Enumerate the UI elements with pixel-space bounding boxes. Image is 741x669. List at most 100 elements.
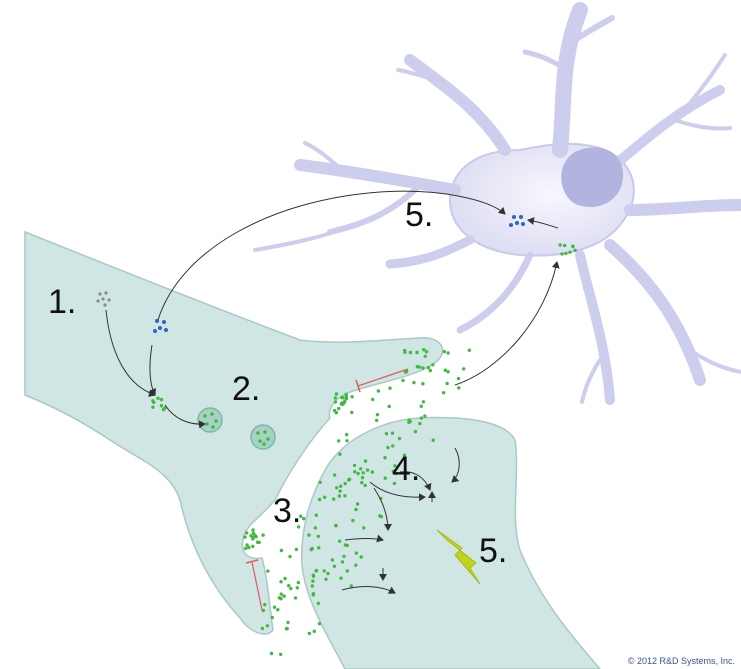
neurotransmitter-dot	[362, 471, 365, 474]
step-label-5-postsynaptic: 5.	[479, 534, 507, 568]
neurotransmitter-dot	[286, 621, 289, 624]
neurotransmitter-dot	[353, 464, 356, 467]
neurotransmitter-dot	[337, 439, 340, 442]
neurotransmitter-dot	[377, 389, 380, 392]
neurotransmitter-dot	[446, 351, 449, 354]
neurotransmitter-dot	[344, 482, 347, 485]
neurotransmitter-dot	[331, 558, 334, 561]
step-label-3: 3.	[273, 494, 301, 528]
neurotransmitter-dot	[446, 370, 449, 373]
neurotransmitter-dot	[443, 350, 446, 353]
neurotransmitter-dot	[335, 392, 338, 395]
neurotransmitter-dot	[314, 526, 317, 529]
neurotransmitter-dot	[251, 528, 254, 531]
neurotransmitter-dot	[422, 348, 425, 351]
neurotransmitter-dot	[335, 411, 338, 414]
neurotransmitter-dot	[326, 572, 329, 575]
neurotransmitter-dot	[337, 407, 340, 410]
neurotransmitter-dot	[343, 494, 346, 497]
neurotransmitter-dot	[360, 555, 363, 558]
neurotransmitter-dot	[254, 535, 257, 538]
neurotransmitter-dot	[263, 603, 266, 606]
neurotransmitter-dot	[418, 422, 421, 425]
neurotransmitter-dot	[324, 578, 327, 581]
neurotransmitter-dot	[412, 381, 415, 384]
neurotransmitter-dot	[280, 549, 283, 552]
neurotransmitter-dot	[151, 406, 154, 409]
neurotransmitter-dot	[341, 560, 344, 563]
neurotransmitter-dot	[348, 478, 351, 481]
neurotransmitter-dot	[334, 400, 337, 403]
neurotransmitter-dot	[457, 386, 460, 389]
neurotransmitter-dot	[339, 577, 342, 580]
neurotransmitter-dot	[409, 420, 412, 423]
neurotransmitter-dot	[279, 597, 282, 600]
neurotransmitter-dot	[380, 515, 383, 518]
neurotransmitter-dot	[289, 587, 292, 590]
neurotransmitter-dot	[279, 653, 282, 656]
neurotransmitter-dot	[423, 414, 426, 417]
neurotransmitter-dot	[356, 472, 359, 475]
neurotransmitter-dot	[160, 398, 163, 401]
neurotransmitter-dot	[563, 244, 566, 247]
neurotransmitter-dot	[302, 517, 305, 520]
neurotransmitter-dot	[345, 433, 348, 436]
neurotransmitter-dot	[375, 419, 378, 422]
neurotransmitter-dot	[338, 453, 341, 456]
step-label-5-astrocyte: 5.	[405, 198, 433, 232]
neurotransmitter-dot	[409, 351, 412, 354]
neurotransmitter-dot	[333, 565, 336, 568]
neurotransmitter-dot	[288, 555, 291, 558]
neurotransmitter-dot	[432, 439, 435, 442]
neurotransmitter-dot	[252, 532, 255, 535]
neurotransmitter-dot	[371, 470, 374, 473]
neurotransmitter-dot	[273, 606, 276, 609]
step-label-4: 4.	[392, 452, 420, 486]
neurotransmitter-dot	[244, 547, 247, 550]
neurotransmitter-dot	[415, 351, 418, 354]
neurotransmitter-dot	[247, 546, 250, 549]
neurotransmitter-dot	[362, 526, 365, 529]
neurotransmitter-dot	[280, 592, 283, 595]
neurotransmitter-dot	[385, 432, 388, 435]
neurotransmitter-dot	[317, 602, 320, 605]
neurotransmitter-dot	[354, 508, 357, 511]
neurotransmitter-dot	[559, 243, 562, 246]
neurotransmitter-dot	[359, 467, 362, 470]
neurotransmitter-dot	[361, 476, 364, 479]
neurotransmitter-dot	[424, 355, 427, 358]
neurotransmitter-dot	[403, 349, 406, 352]
neurotransmitter-dot	[414, 430, 417, 433]
neurotransmitter-dot	[383, 456, 386, 459]
neurotransmitter-dot	[342, 555, 345, 558]
neurotransmitter-dot	[364, 459, 367, 462]
neurotransmitter-dot	[371, 398, 374, 401]
neurotransmitter-dot	[384, 476, 387, 479]
neurotransmitter-dot	[307, 533, 310, 536]
neurotransmitter-dot	[355, 551, 358, 554]
neurotransmitter-dot	[256, 541, 259, 544]
neurotransmitter-dot	[404, 370, 407, 373]
neurotransmitter-dot	[295, 548, 298, 551]
neurotransmitter-dot	[282, 594, 285, 597]
neurotransmitter-dot	[286, 627, 289, 630]
neurotransmitter-dot	[338, 489, 341, 492]
neurotransmitter-dot	[315, 514, 318, 517]
neurotransmitter-dot	[345, 439, 348, 442]
neurotransmitter-dot	[313, 630, 316, 633]
neurotransmitter-dot	[261, 533, 264, 536]
neurotransmitter-dot	[462, 367, 465, 370]
neurotransmitter-dot	[442, 391, 445, 394]
step-label-1: 1.	[48, 285, 76, 319]
neurotransmitter-dot	[427, 366, 430, 369]
neurotransmitter-dot	[156, 397, 159, 400]
neurotransmitter-dot	[364, 484, 367, 487]
neurotransmitter-dot	[360, 481, 363, 484]
neurotransmitter-dot	[388, 405, 391, 408]
neurotransmitter-dot	[315, 569, 318, 572]
neurotransmitter-dot	[333, 473, 336, 476]
neurotransmitter-dot	[287, 584, 290, 587]
neurotransmitter-dot	[354, 564, 357, 567]
neurotransmitter-dot	[297, 581, 300, 584]
